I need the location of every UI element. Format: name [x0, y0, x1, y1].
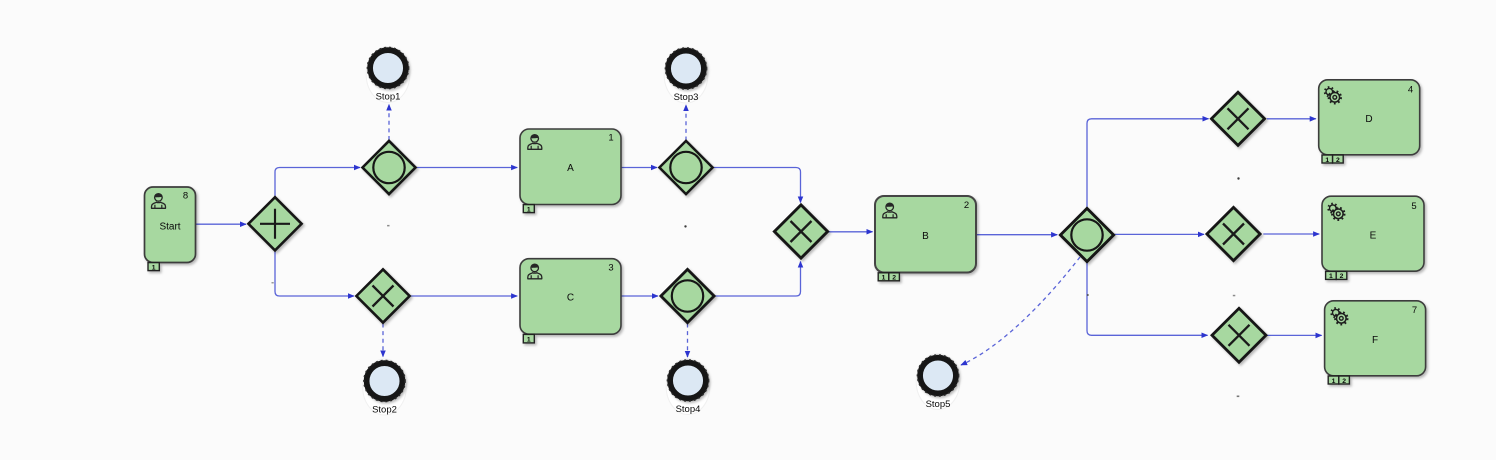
svg-text:F: F: [1372, 335, 1378, 346]
svg-text:1: 1: [527, 336, 531, 343]
svg-text:2: 2: [1342, 378, 1346, 385]
svg-text:7: 7: [1412, 305, 1417, 316]
svg-text:2: 2: [1336, 157, 1340, 164]
svg-text:4: 4: [1408, 85, 1413, 96]
svg-text:Start: Start: [159, 222, 180, 233]
svg-text:Stop4: Stop4: [676, 404, 701, 415]
svg-text:1: 1: [608, 133, 613, 144]
svg-text:2: 2: [1340, 273, 1344, 280]
svg-text:Stop3: Stop3: [674, 92, 699, 103]
svg-text:D: D: [1365, 114, 1372, 125]
svg-text:C: C: [567, 293, 574, 304]
svg-text:1: 1: [1325, 157, 1329, 164]
svg-text:E: E: [1370, 231, 1377, 242]
svg-text:2: 2: [892, 275, 896, 282]
svg-text:Stop5: Stop5: [926, 399, 951, 410]
svg-text:5: 5: [1411, 201, 1416, 212]
svg-text:B: B: [922, 231, 929, 242]
svg-text:1: 1: [882, 275, 886, 282]
svg-text:Stop1: Stop1: [376, 92, 401, 103]
svg-text:3: 3: [608, 263, 613, 274]
svg-text:1: 1: [1332, 378, 1336, 385]
svg-text:1: 1: [527, 206, 531, 213]
svg-text:1: 1: [152, 264, 156, 271]
svg-text:2: 2: [964, 200, 969, 211]
svg-text:8: 8: [183, 191, 188, 202]
svg-text:1: 1: [1329, 273, 1333, 280]
svg-text:Stop2: Stop2: [372, 405, 397, 416]
svg-text:A: A: [567, 163, 574, 174]
